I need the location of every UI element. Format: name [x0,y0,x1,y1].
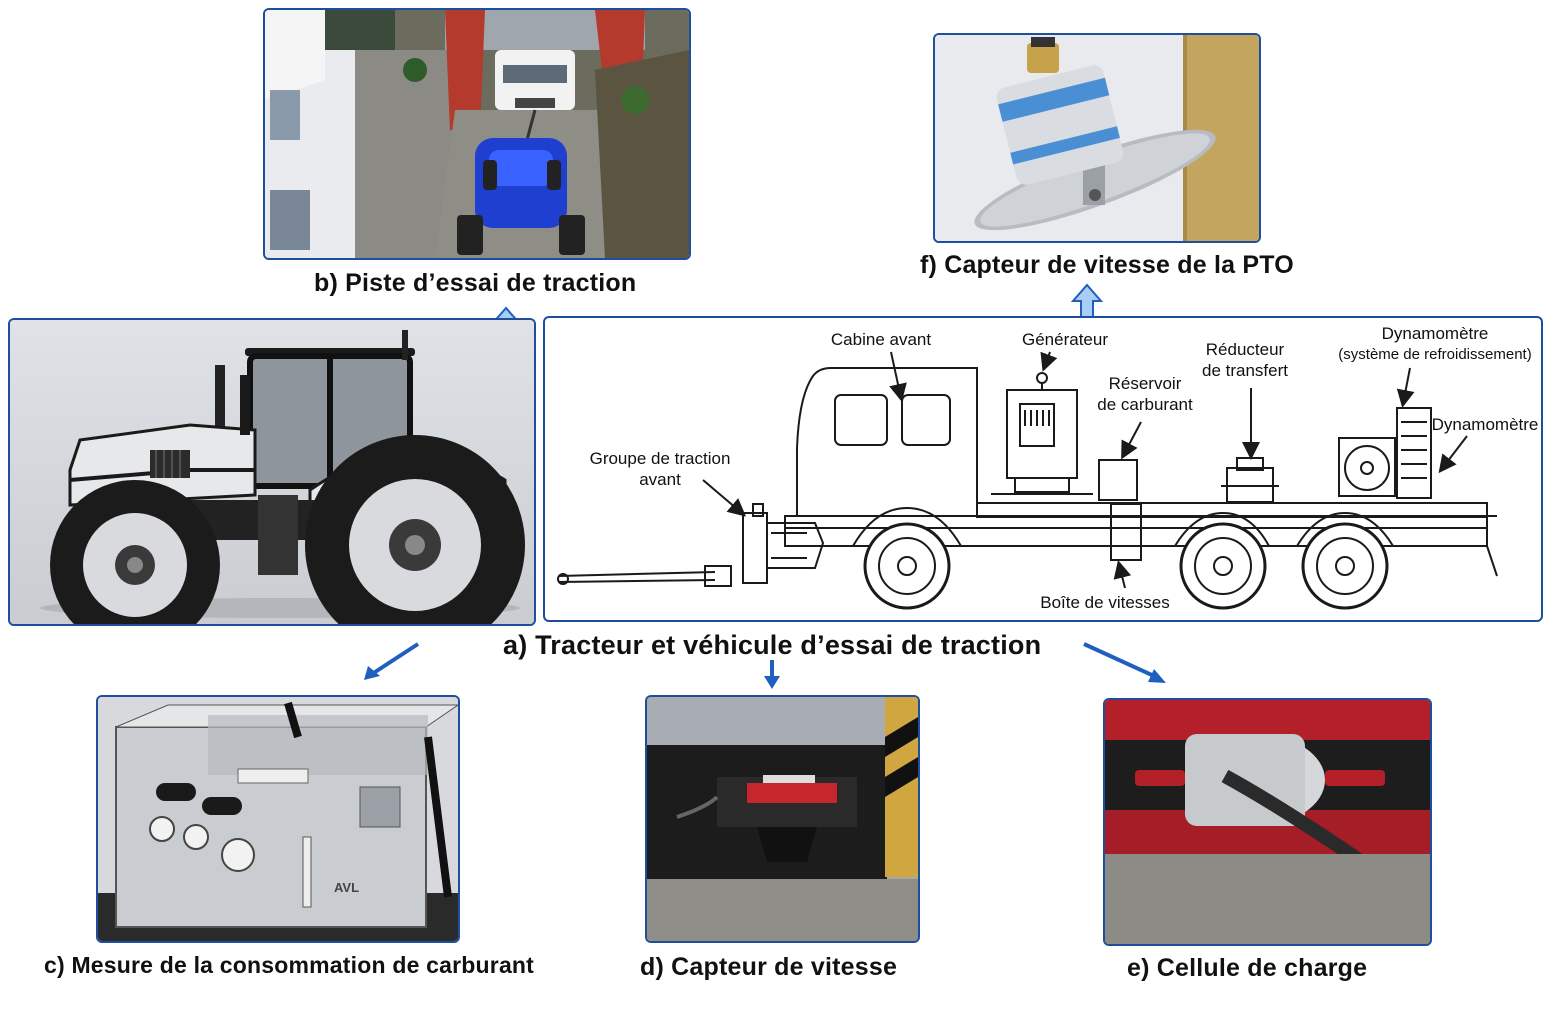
photo-fuel-consumption-meter: AVL [96,695,460,943]
arrow-icon-to-d [764,660,780,689]
label-groupe-line2: avant [639,470,681,489]
traction-track-image [265,10,689,258]
label-reservoir-line1: Réservoir [1108,374,1182,393]
photo-load-cell [1103,698,1432,946]
photo-pto-speed-sensor [933,33,1261,243]
photo-traction-track [263,8,691,260]
caption-a: a) Tracteur et véhicule d’essai de tract… [503,630,1042,660]
label-reservoir: Réservoir de carburant [1090,373,1200,415]
label-groupe-traction: Groupe de traction avant [575,448,745,490]
fuel-meter-image: AVL [98,697,458,941]
label-reducteur-line1: Réducteur [1205,340,1285,359]
label-groupe-line1: Groupe de traction [589,449,731,468]
label-reservoir-line2: de carburant [1097,395,1193,414]
caption-f: f) Capteur de vitesse de la PTO [920,251,1294,279]
load-cell-image [1105,700,1430,944]
avl-logo: AVL [334,880,359,895]
caption-e: e) Cellule de charge [1127,954,1368,982]
tractor-image [10,320,534,624]
diagram-test-vehicle: Cabine avant Générateur Réducteur de tra… [543,316,1543,622]
photo-speed-sensor [645,695,920,943]
speed-sensor-image [647,697,918,941]
label-cabine-avant: Cabine avant [830,330,932,349]
label-boite-vitesses: Boîte de vitesses [1040,593,1170,612]
arrow-icon-to-c [364,642,420,680]
label-dyn-top-line2: (système de refroidissement) [1338,346,1532,363]
label-dynamometre: Dynamomètre [1431,415,1539,434]
pto-sensor-image [935,35,1259,241]
label-reducteur: Réducteur de transfert [1185,339,1305,381]
label-reducteur-line2: de transfert [1202,361,1288,380]
label-dyn-top-line1: Dynamomètre [1381,324,1489,343]
label-dynamometre-refroidissement: Dynamomètre (système de refroidissement) [1330,323,1540,365]
caption-b: b) Piste d’essai de traction [314,269,637,297]
caption-d: d) Capteur de vitesse [640,953,898,981]
label-generateur: Générateur [1022,330,1108,349]
photo-tractor [8,318,536,626]
arrow-icon-to-e [1083,642,1166,683]
caption-c: c) Mesure de la consommation de carburan… [44,952,535,978]
vehicle-line-drawing [557,351,1498,610]
